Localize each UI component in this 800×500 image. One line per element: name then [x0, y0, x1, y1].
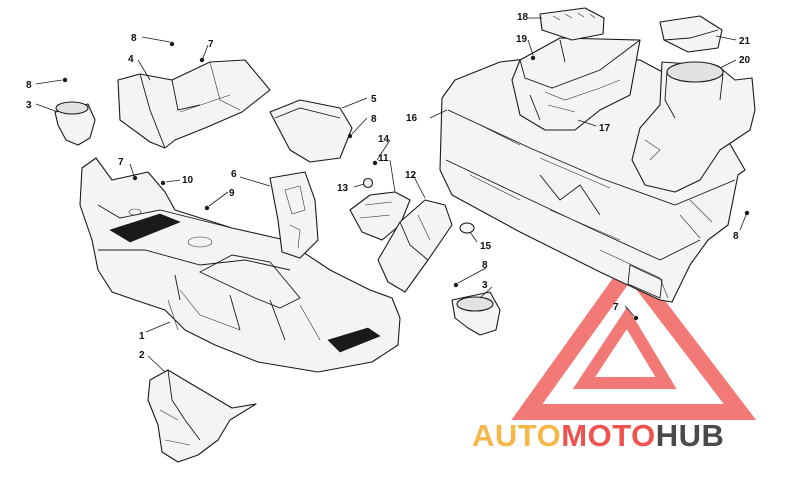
screw-part-8-b	[62, 77, 68, 83]
brand-auto: AUTO	[472, 418, 562, 453]
screw-part-8-e	[744, 210, 750, 216]
screw-part-8-d	[453, 282, 459, 288]
console-cover-part-4	[117, 59, 271, 149]
callout-2: 2	[139, 350, 145, 361]
watermark-inner-triangle	[572, 306, 677, 389]
callout-7-b: 7	[118, 157, 124, 168]
callout-6: 6	[231, 169, 237, 180]
grommet-part-13	[362, 177, 374, 189]
callout-17: 17	[599, 123, 611, 134]
callout-9: 9	[229, 188, 235, 199]
glove-box-part-5	[269, 99, 353, 163]
callout-21: 21	[739, 36, 751, 47]
screw-part-7-a	[199, 57, 205, 63]
watermark-logo	[511, 254, 757, 420]
callout-8-b: 8	[26, 80, 32, 91]
hardware-parts	[62, 41, 750, 321]
callout-11: 11	[378, 153, 389, 164]
bin-lid-part-18	[539, 7, 605, 41]
callout-19: 19	[516, 34, 528, 45]
callout-4: 4	[128, 54, 134, 65]
floor-tub-part-1	[79, 157, 401, 373]
callout-1: 1	[139, 331, 145, 342]
callout-8-e: 8	[733, 231, 739, 242]
center-bracket-part-12	[377, 199, 453, 293]
callout-13: 13	[337, 183, 349, 194]
callout-12: 12	[405, 170, 417, 181]
cup-holder-part-3-right	[451, 291, 501, 336]
callout-18: 18	[517, 12, 529, 23]
screw-part-7-b	[132, 175, 138, 181]
screw-part-8-c	[347, 133, 353, 139]
callout-3-a: 3	[26, 100, 32, 111]
screw-part-19	[530, 55, 536, 61]
cup-holder-part-3-left	[54, 101, 96, 146]
center-bracket-part-11	[349, 191, 411, 241]
watermark-brand-text: AUTOMOTOHUB	[472, 418, 724, 454]
brand-moto: MOTO	[561, 418, 656, 453]
callout-16: 16	[406, 113, 418, 124]
callout-20: 20	[739, 55, 751, 66]
callout-8-c: 8	[371, 114, 377, 125]
callout-8-a: 8	[131, 33, 137, 44]
screw-part-9	[204, 205, 210, 211]
callout-labels: 8 7 4 8 3 5 8 7 10 9 6 14 11 13 12 15 16	[26, 12, 751, 373]
screw-part-14	[372, 160, 378, 166]
callout-3-b: 3	[482, 280, 488, 291]
callout-14: 14	[378, 134, 390, 145]
callout-15: 15	[480, 241, 492, 252]
callout-7-c: 7	[613, 302, 619, 313]
brand-hub: HUB	[655, 418, 725, 453]
screw-part-7-c	[633, 315, 639, 321]
mount-plate-part-6	[269, 171, 319, 259]
callout-8-d: 8	[482, 260, 488, 271]
duct-cap-part-21	[659, 15, 723, 53]
air-duct-part-20	[631, 61, 756, 193]
callout-10: 10	[182, 175, 194, 186]
plug-part-15	[459, 222, 475, 234]
watermark-outer-triangle	[511, 254, 757, 420]
callout-7-a: 7	[208, 39, 214, 50]
screw-part-8-a	[169, 41, 175, 47]
screw-part-10	[160, 180, 166, 186]
lower-bracket-part-2	[147, 369, 257, 463]
storage-bin-part-17	[511, 37, 641, 131]
callout-5: 5	[371, 94, 377, 105]
